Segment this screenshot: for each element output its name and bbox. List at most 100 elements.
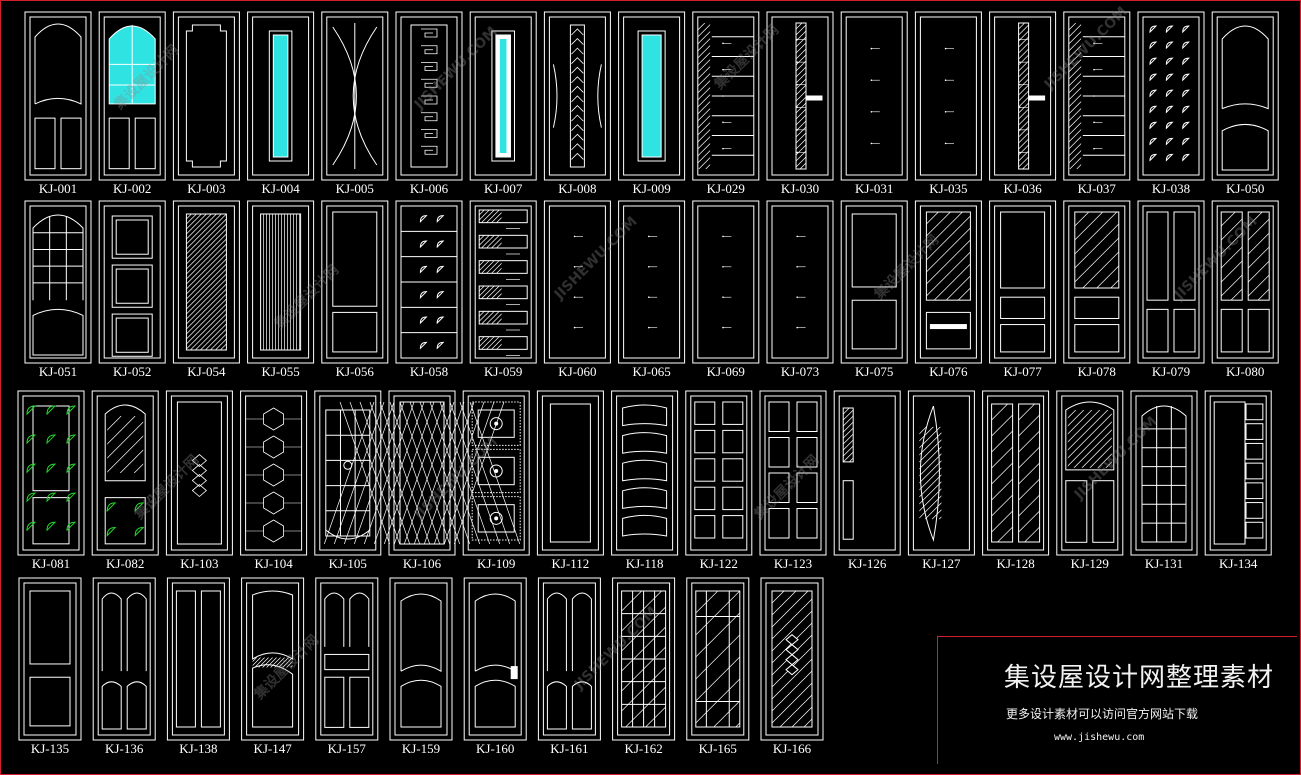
door-code-label: KJ-157	[328, 741, 367, 756]
door-kj-079: KJ-079	[1137, 200, 1205, 379]
door-code-label: KJ-004	[261, 181, 300, 196]
door-code-label: KJ-058	[410, 364, 448, 379]
door-kj-118: KJ-118	[611, 390, 679, 571]
door-kj-105: KJ-105	[314, 390, 382, 571]
door-kj-051: KJ-051	[24, 200, 92, 379]
door-kj-157: KJ-157	[315, 577, 379, 756]
door-code-label: KJ-127	[922, 556, 961, 571]
door-kj-058: KJ-058	[395, 200, 463, 379]
door-code-label: KJ-037	[1078, 181, 1117, 196]
door-kj-160: KJ-160	[463, 577, 527, 756]
door-code-label: KJ-165	[699, 741, 737, 756]
door-code-label: KJ-036	[1003, 181, 1042, 196]
door-kj-075: KJ-075	[840, 200, 908, 379]
door-kj-036: KJ-036	[989, 11, 1057, 196]
door-code-label: KJ-050	[1226, 181, 1264, 196]
brand-url: www.jishewu.com	[1054, 732, 1145, 743]
door-code-label: KJ-081	[32, 556, 70, 571]
door-code-label: KJ-065	[632, 364, 670, 379]
brand-subtitle: 更多设计素材可以访问官方网站下载	[1006, 707, 1199, 721]
door-kj-007: KJ-007	[469, 11, 537, 196]
door-code-label: KJ-161	[550, 741, 588, 756]
door-kj-052: KJ-052	[98, 200, 166, 379]
door-kj-161: KJ-161	[537, 577, 601, 756]
door-kj-059: KJ-059	[469, 200, 537, 379]
watermark-text: JISHEWU.COM	[1171, 214, 1261, 304]
door-kj-055: KJ-055	[247, 200, 315, 379]
door-kj-076: KJ-076	[914, 200, 982, 379]
door-kj-008: KJ-008	[543, 11, 611, 196]
door-kj-003: KJ-003	[172, 11, 240, 196]
door-code-label: KJ-134	[1219, 556, 1258, 571]
door-kj-069: KJ-069	[692, 200, 760, 379]
door-code-label: KJ-059	[484, 364, 522, 379]
door-kj-135: KJ-135	[18, 577, 82, 756]
door-kj-029: KJ-029	[692, 11, 760, 196]
door-code-label: KJ-162	[624, 741, 662, 756]
title-block: 集设屋设计网整理素材 更多设计素材可以访问官方网站下载 www.jishewu.…	[937, 636, 1297, 764]
door-code-label: KJ-002	[113, 181, 151, 196]
door-code-label: KJ-030	[781, 181, 819, 196]
door-kj-166: KJ-166	[760, 577, 824, 756]
door-code-label: KJ-078	[1078, 364, 1116, 379]
door-kj-127: KJ-127	[907, 390, 975, 571]
door-kj-103: KJ-103	[165, 390, 233, 571]
door-code-label: KJ-080	[1226, 364, 1264, 379]
door-code-label: KJ-129	[1071, 556, 1109, 571]
door-code-label: KJ-075	[855, 364, 893, 379]
door-code-label: KJ-109	[477, 556, 515, 571]
door-kj-065: KJ-065	[618, 200, 686, 379]
door-code-label: KJ-079	[1152, 364, 1190, 379]
watermark-text: JISHEWU.COM	[411, 24, 501, 114]
door-code-label: KJ-055	[261, 364, 299, 379]
door-kj-077: KJ-077	[989, 200, 1057, 379]
door-code-label: KJ-135	[31, 741, 69, 756]
door-kj-035: KJ-035	[914, 11, 982, 196]
door-code-label: KJ-147	[253, 741, 292, 756]
door-kj-030: KJ-030	[766, 11, 834, 196]
brand-title: 集设屋设计网整理素材	[1004, 663, 1275, 693]
door-kj-009: KJ-009	[618, 11, 686, 196]
door-code-label: KJ-001	[39, 181, 77, 196]
door-kj-082: KJ-082	[91, 390, 159, 571]
door-code-label: KJ-136	[105, 741, 144, 756]
door-kj-159: KJ-159	[389, 577, 453, 756]
watermark-text: JISHEWU.COM	[551, 214, 641, 304]
door-kj-081: KJ-081	[17, 390, 85, 571]
watermark-text: 集设屋设计网	[270, 261, 342, 333]
watermark-text: 集设屋设计网	[710, 21, 782, 93]
watermark-text: 集设屋设计网	[250, 631, 322, 703]
watermark-text: JISHEWU.COM	[571, 604, 661, 694]
door-kj-060: KJ-060	[543, 200, 611, 379]
door-code-label: KJ-138	[179, 741, 217, 756]
watermark-text: JISHEWU.COM	[1071, 414, 1161, 504]
door-code-label: KJ-031	[855, 181, 893, 196]
door-kj-122: KJ-122	[685, 390, 753, 571]
door-kj-129: KJ-129	[1056, 390, 1124, 571]
door-kj-109: KJ-109	[462, 390, 530, 571]
door-kj-078: KJ-078	[1063, 200, 1131, 379]
door-code-label: KJ-005	[336, 181, 374, 196]
door-kj-112: KJ-112	[536, 390, 604, 571]
door-kj-106: KJ-106	[323, 390, 521, 571]
door-kj-001: KJ-001	[24, 11, 92, 196]
door-kj-004: KJ-004	[247, 11, 315, 196]
door-code-label: KJ-006	[410, 181, 449, 196]
door-code-label: KJ-052	[113, 364, 151, 379]
door-code-label: KJ-038	[1152, 181, 1190, 196]
door-kj-123: KJ-123	[759, 390, 827, 571]
door-kj-147: KJ-147	[241, 577, 305, 756]
door-kj-073: KJ-073	[766, 200, 834, 379]
door-code-label: KJ-128	[996, 556, 1034, 571]
door-kj-056: KJ-056	[321, 200, 389, 379]
door-code-label: KJ-104	[254, 556, 293, 571]
door-kj-038: KJ-038	[1137, 11, 1205, 196]
door-code-label: KJ-123	[774, 556, 812, 571]
door-code-label: KJ-118	[626, 556, 664, 571]
door-kj-134: KJ-134	[1204, 390, 1272, 571]
door-code-label: KJ-003	[187, 181, 225, 196]
door-code-label: KJ-103	[180, 556, 218, 571]
